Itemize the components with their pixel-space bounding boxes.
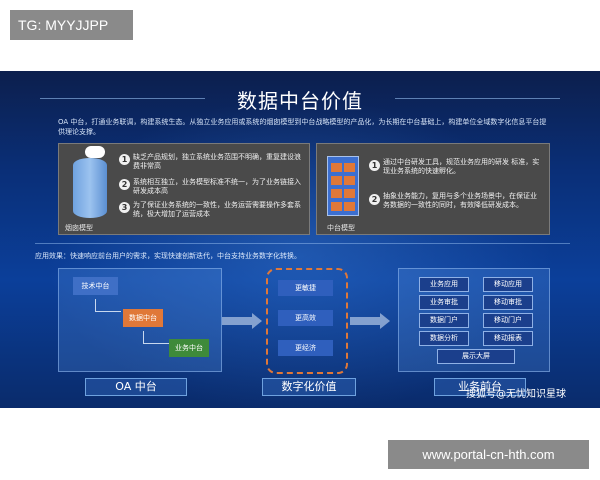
item-number: 1 xyxy=(369,160,380,171)
item-number: 2 xyxy=(369,194,380,205)
chimney-item-3: 为了保证业务系统的一致性，业务运营需要操作多套系统，极大增加了运营成本 xyxy=(133,201,301,218)
top-tag: TG: MYYJJPP xyxy=(10,10,133,40)
app-box: 数据分析 xyxy=(419,331,469,346)
frontend-zone: 业务应用 移动应用 业务审批 移动审批 数据门户 移动门户 数据分析 移动报表 … xyxy=(398,268,550,372)
agile-box: 更敏捷 xyxy=(278,280,333,296)
arrowhead-2 xyxy=(380,313,390,329)
oa-label: OA 中台 xyxy=(85,378,187,396)
tech-platform-box: 技术中台 xyxy=(73,277,118,295)
app-box: 移动报表 xyxy=(483,331,533,346)
bottom-url-tag: www.portal-cn-hth.com xyxy=(388,440,589,469)
app-box: 业务审批 xyxy=(419,295,469,310)
app-box: 业务应用 xyxy=(419,277,469,292)
economic-box: 更经济 xyxy=(278,340,333,356)
cloud-icon xyxy=(85,146,105,158)
oa-zone: 技术中台 数据中台 业务中台 xyxy=(58,268,222,372)
chimney-model-panel: 烟囱模型 1 缺乏产品规划，独立系统业务范围不明确，重复建设浪费非常高 2 系统… xyxy=(58,143,310,235)
big-screen-box: 展示大屏 xyxy=(437,349,515,364)
slide-title: 数据中台价值 xyxy=(237,89,363,113)
item-number: 2 xyxy=(119,179,130,190)
arrow-right-1 xyxy=(222,317,252,325)
middle-platform-caption: 中台模型 xyxy=(327,224,355,232)
title-divider-left xyxy=(40,98,205,99)
cylinder-icon xyxy=(73,158,107,218)
item-number: 1 xyxy=(119,154,130,165)
section-divider xyxy=(35,243,570,244)
digital-value-zone: 更敏捷 更高效 更经济 xyxy=(266,268,348,374)
app-box: 移动应用 xyxy=(483,277,533,292)
title-divider-right xyxy=(395,98,560,99)
app-box: 移动审批 xyxy=(483,295,533,310)
arrowhead-1 xyxy=(252,313,262,329)
arrow-right-2 xyxy=(350,317,380,325)
slide-image: 数据中台价值 OA 中台，打通业务联调，构建系统生态。从独立业务应用或系统的烟囱… xyxy=(0,71,600,408)
app-box: 数据门户 xyxy=(419,313,469,328)
digital-label: 数字化价值 xyxy=(262,378,356,396)
chimney-item-1: 缺乏产品规划，独立系统业务范围不明确，重复建设浪费非常高 xyxy=(133,153,301,170)
business-platform-box: 业务中台 xyxy=(169,339,209,357)
chimney-caption: 烟囱模型 xyxy=(65,224,93,232)
effect-text: 应用效果：快速响应前台用户的需求，实现快速创新迭代，中台支持业务数字化转换。 xyxy=(35,252,301,260)
app-box: 移动门户 xyxy=(483,313,533,328)
middle-platform-panel: 中台模型 1 通过中台研发工具，规范业务应用的研发 标准，实现业务系统的快速孵化… xyxy=(316,143,550,235)
source-watermark: 搜狐号@无忧知识星球 xyxy=(466,389,566,400)
item-number: 3 xyxy=(119,202,130,213)
slide-intro: OA 中台，打通业务联调，构建系统生态。从独立业务应用或系统的烟囱模型到中台战略… xyxy=(58,118,547,136)
frontend-label: 业务前台 xyxy=(434,378,526,396)
chimney-item-2: 系统相互独立，业务模型标准不统一，为了业务链接入研发成本高 xyxy=(133,178,301,195)
building-blocks-icon xyxy=(327,156,359,216)
middle-item-1: 通过中台研发工具，规范业务应用的研发 标准，实现业务系统的快速孵化。 xyxy=(383,158,540,175)
efficient-box: 更高效 xyxy=(278,310,333,326)
middle-item-2: 抽象业务能力，复用与多个业务场景中，在保证业务数据的一致性的同时，有效降低研发成… xyxy=(383,192,537,209)
data-platform-box: 数据中台 xyxy=(123,309,163,327)
